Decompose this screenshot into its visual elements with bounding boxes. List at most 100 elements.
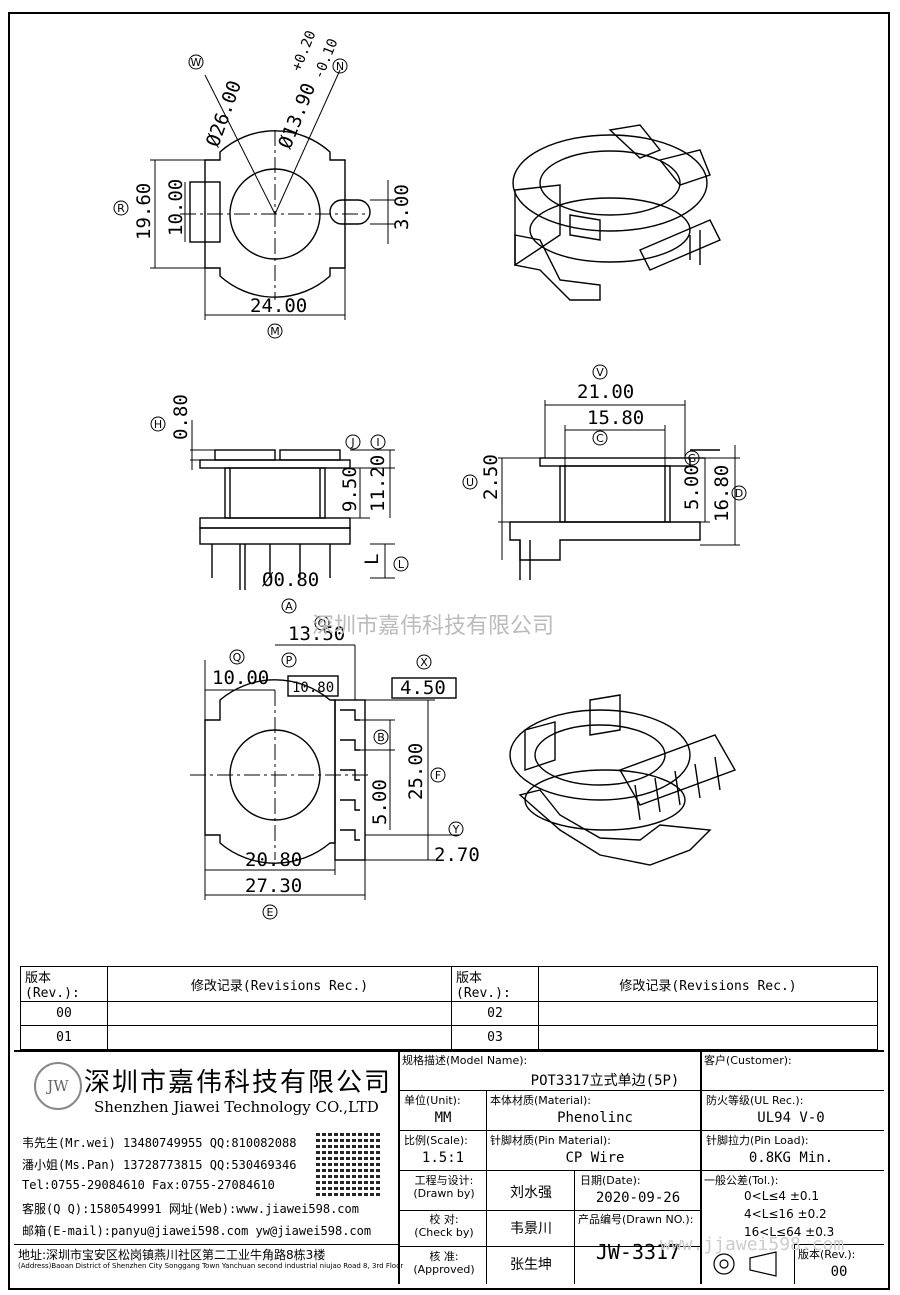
dim-h-r: 19.60 [133,183,155,240]
check-value: 韦景川 [510,1221,552,1237]
dim-l: L [361,554,383,565]
tolerance-row-2: 16<L≤64 ±0.3 [744,1225,835,1239]
dim-x: 4.50 [400,677,446,699]
technical-drawing: W N R M H J I A L V C U G D O Q P X B F … [113,28,747,920]
rev-head-right: 版本(Rev.): [451,966,539,1002]
dim-h-inner: 10.00 [165,179,187,236]
marker-i: I [376,436,379,449]
model-value: POT3317立式单边(5P) [530,1073,680,1089]
contact-pan: 潘小姐(Ms.Pan) 13728773815 QQ:530469346 [22,1158,297,1172]
tolerance-row-1: 4<L≤16 ±0.2 [744,1207,827,1221]
dim-j-inner: 9.50 [339,466,361,512]
marker-g: G [688,452,697,465]
marker-j: J [350,436,354,449]
marker-m: M [270,325,280,338]
dim-f: 25.00 [405,743,427,800]
dimension-markers [113,54,747,920]
date-value: 2020-09-26 [595,1190,681,1206]
rec-head-right: 修改记录(Revisions Rec.) [538,966,878,1002]
model-label: 规格描述(Model Name): [402,1054,528,1067]
ul-value: UL94 V-0 [757,1110,825,1126]
dim-d: 16.80 [711,465,733,522]
dim-b: 5.00 [369,779,391,825]
dim-h: 0.80 [170,394,192,440]
dim-g: 5.00 [681,464,703,510]
title-block [14,1050,884,1286]
contact-wei: 韦先生(Mr.wei) 13480749955 QQ:810082088 [22,1136,297,1150]
dim-w1: 20.80 [245,849,302,871]
drawn-label: 工程与设计:(Drawn by) [413,1174,475,1200]
qr-code [316,1130,382,1196]
tolerance-row-0: 0<L≤4 ±0.1 [744,1189,820,1203]
unit-value: MM [434,1110,452,1126]
marker-h: H [154,418,162,431]
marker-y: Y [452,823,460,836]
dim-u: 2.50 [480,454,502,500]
scale-value: 1.5:1 [421,1150,465,1166]
customer-label: 客户(Customer): [704,1054,792,1067]
material-value: Phenolinc [557,1110,633,1126]
marker-l: L [398,558,405,571]
drawn-value: 刘水强 [510,1185,552,1201]
address-en: (Address)Baoan District of Shenzhen City… [18,1262,404,1270]
rev-row-1-right: 03 [451,1025,539,1050]
top-view [150,69,395,320]
dim-slot: 3.00 [391,184,413,230]
watermark-site: www.jjawei598.com [660,1234,845,1255]
company-name-cn: 深圳市嘉伟科技有限公司 [84,1068,393,1098]
marker-q: Q [233,651,242,664]
marker-w: W [191,56,202,69]
marker-v: V [596,366,604,379]
watermark: 深圳市嘉伟科技有限公司 [312,614,554,639]
rev-value: 00 [830,1264,848,1280]
marker-x: X [420,656,428,669]
marker-r: R [117,202,125,215]
company-logo: JW [34,1062,82,1110]
check-label: 校 对:(Check by) [414,1213,474,1239]
dim-dia-n: Ø13.90 [274,80,320,152]
rev-row-1-left: 01 [20,1025,108,1050]
rev-row-0-right: 02 [451,1001,539,1026]
marker-f: F [435,769,441,782]
bottom-view [190,644,460,900]
rec-head-left: 修改记录(Revisions Rec.) [107,966,452,1002]
dim-c: 15.80 [587,407,644,429]
marker-a: A [285,600,293,613]
pin-material-label: 针脚材质(Pin Material): [490,1134,611,1147]
marker-c: C [596,432,604,445]
top-iso-view [512,124,721,301]
marker-p: P [286,654,293,667]
dim-pin-dia: Ø0.80 [262,569,319,591]
dim-w-m: 24.00 [250,295,307,317]
drawn-no-value: JW-3317 [595,1240,681,1264]
ul-label: 防火等级(UL Rec.): [706,1094,804,1107]
material-label: 本体材质(Material): [490,1094,591,1107]
pin-load-value: 0.8KG Min. [748,1150,834,1166]
dim-v: 21.00 [577,381,634,403]
contact-email: 邮箱(E-mail):panyu@jiawei598.com yw@jiawei… [22,1224,372,1238]
rev-label: 版本(Rev.): [798,1248,856,1261]
dim-y: 2.70 [434,844,480,866]
contact-tel: Tel:0755-29084610 Fax:0755-27084610 [22,1178,275,1192]
rev-row-0-left: 00 [20,1001,108,1026]
unit-label: 单位(Unit): [404,1094,461,1107]
marker-b: B [377,731,385,744]
dim-j-outer: 11.20 [367,455,389,512]
dim-p: 10.80 [292,680,334,696]
marker-e: E [267,906,274,919]
front-view [498,400,740,580]
dim-e: 27.30 [245,875,302,897]
approved-label: 核 准:(Approved) [413,1250,475,1276]
marker-u: U [466,476,474,489]
pin-load-label: 针脚拉力(Pin Load): [706,1134,809,1147]
rev-head-left: 版本(Rev.): [20,966,108,1002]
dim-q: 10.00 [212,667,269,689]
projection-symbol [713,1251,777,1277]
address-cn: 地址:深圳市宝安区松岗镇燕川社区第二工业牛角路8栋3楼 [18,1248,326,1262]
tolerance-label: 一般公差(Tol.): [704,1174,779,1187]
revisions-table: 版本(Rev.): 修改记录(Revisions Rec.) 版本(Rev.):… [20,966,878,1050]
marker-n: N [336,60,344,73]
side-view [190,420,395,590]
bottom-iso-view [509,694,737,866]
drawing-frame [8,12,890,1290]
